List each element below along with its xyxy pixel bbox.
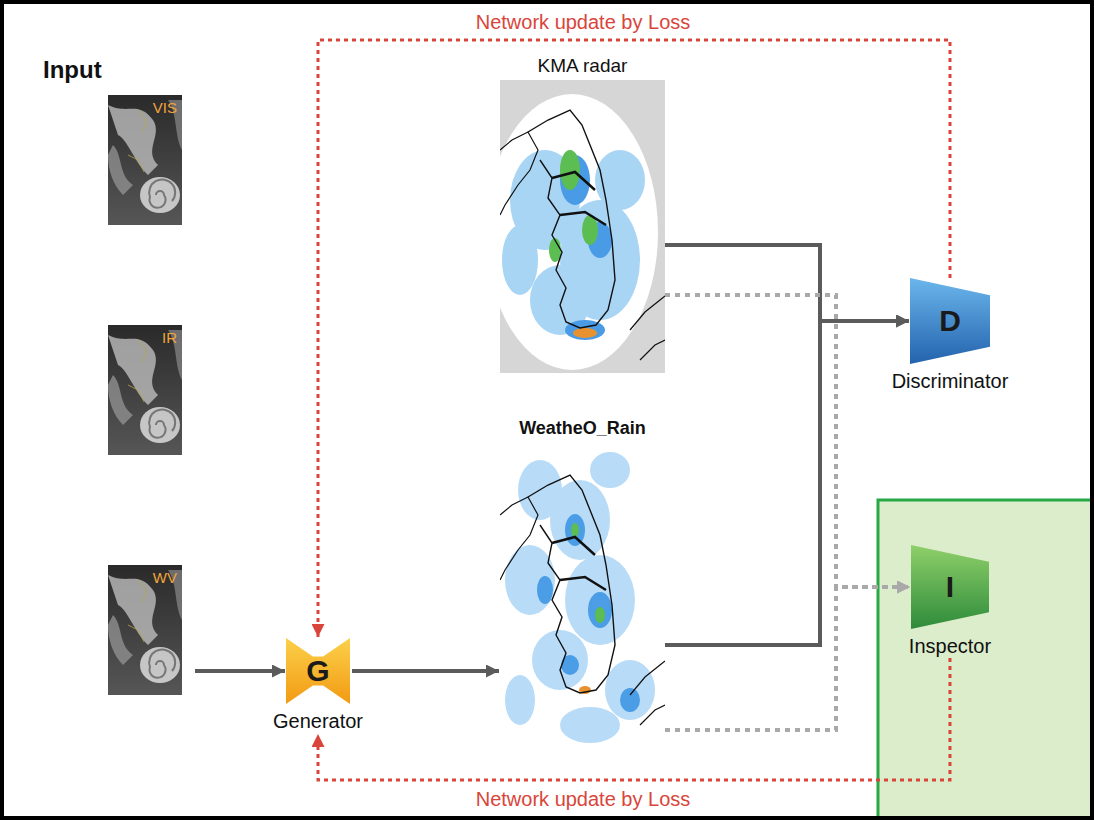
channel-label: WV [153, 569, 177, 586]
weatheo-rain-picture-part [595, 607, 605, 623]
weatheo-rain-picture-part [560, 707, 620, 743]
channel-label: VIS [153, 99, 177, 116]
weatheo-rain-picture-part [588, 592, 612, 628]
weatheo-rain-picture-part [505, 545, 555, 615]
weatheo-rain-picture-part [550, 480, 610, 560]
data-flow-arrow [195, 669, 285, 673]
kma-radar-picture-part [573, 328, 597, 338]
block-caption: Inspector [909, 635, 991, 658]
edge-label: Network update by Loss [472, 788, 695, 811]
weatheo-rain-picture-part [500, 445, 665, 745]
loss-feedback-arrow [318, 658, 950, 780]
block-shape: D [910, 278, 990, 364]
block-polygon [911, 545, 989, 629]
kma-radar-picture [500, 80, 665, 373]
block-shape: G [286, 638, 350, 704]
network-block: I Inspector [909, 545, 991, 658]
block-letter: I [946, 570, 954, 604]
block-polygon [286, 638, 350, 704]
data-flow-arrow [665, 245, 909, 321]
satellite-pictures [108, 95, 182, 695]
block-caption: Generator [273, 710, 363, 733]
weatheo-rain-picture-part [537, 576, 553, 604]
satellite-image: WV [108, 565, 182, 695]
kma-radar-picture-part [500, 110, 665, 360]
network-block: D Discriminator [892, 278, 1009, 393]
image-title: KMA radar [538, 55, 628, 77]
kma-radar-picture-part [565, 320, 605, 340]
kma-radar-picture-part [502, 225, 538, 295]
weatheo-rain-picture-part [605, 660, 655, 720]
edge-label: Network update by Loss [472, 11, 695, 34]
edge-label-holder: Network update by Loss [472, 11, 695, 34]
loss-feedback-arrow [318, 40, 950, 637]
block-letter: G [306, 654, 329, 688]
satellite-image: IR [108, 325, 182, 455]
weatheo-rain-picture-part [565, 514, 585, 546]
weatheo-rain-picture-part [571, 523, 579, 537]
weatheo-rain-picture-part [590, 452, 630, 488]
weatheo-rain-picture-part [620, 688, 640, 712]
satellite-pictures-part [108, 565, 182, 695]
radar-map: KMA radar [500, 55, 665, 373]
data-flow-arrow [665, 587, 910, 730]
image-title: WeatheO_Rain [519, 418, 646, 439]
kma-radar-picture-part [500, 94, 658, 370]
weatheo-rain-picture-part [565, 555, 635, 645]
data-flow-arrow [665, 321, 909, 645]
group-heading: Input [43, 56, 187, 84]
satellite-pictures-part [108, 95, 182, 225]
data-flow-arrow [352, 669, 499, 673]
weatheo-rain-picture-part [505, 675, 535, 725]
block-caption: Discriminator [892, 370, 1009, 393]
satellite-image: VIS [108, 95, 182, 225]
inspector-panel [878, 500, 1092, 818]
network-block: G Generator [273, 638, 363, 733]
weatheo-rain-picture [500, 445, 665, 745]
edge-label-holder: Network update by Loss [472, 788, 695, 811]
block-polygon [910, 278, 990, 364]
weatheo-rain-picture-part [532, 630, 588, 690]
block-shape: I [911, 545, 989, 629]
channel-label: IR [162, 329, 177, 346]
satellite-pictures-part [108, 325, 182, 455]
block-letter: D [939, 304, 961, 338]
weatheo-rain-picture-part [500, 475, 665, 725]
input-group: VIS IR WV Input [35, 52, 195, 708]
kma-radar-picture-part [560, 150, 580, 190]
radar-map: WeatheO_Rain [500, 418, 665, 745]
data-flow-arrow [665, 295, 910, 587]
